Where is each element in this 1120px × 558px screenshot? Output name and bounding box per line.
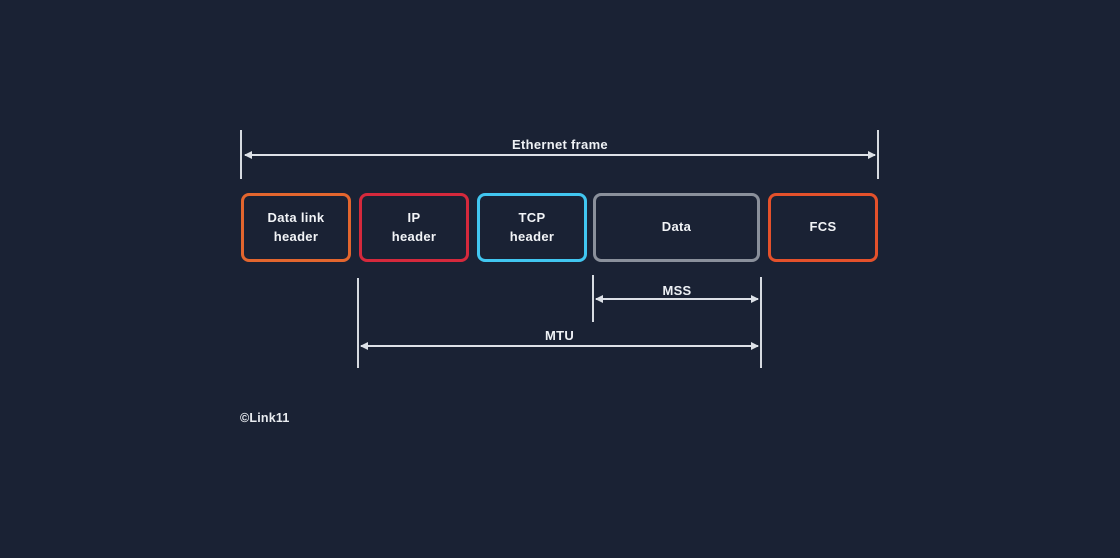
mss-label: MSS: [662, 283, 692, 298]
frame-box-fcs: FCS: [768, 193, 878, 262]
mss-left-tick: [592, 275, 594, 322]
frame-box-label: FCS: [809, 219, 837, 235]
mtu-label: MTU: [544, 328, 575, 343]
mss-arrow: [595, 295, 759, 303]
ethernet-frame-left-tick: [240, 130, 242, 179]
frame-box-label: IP header: [391, 209, 437, 244]
ethernet-frame-right-tick: [877, 130, 879, 179]
mtu-arrow: [360, 342, 759, 350]
frame-box-tcp-header: TCP header: [477, 193, 587, 262]
ethernet-frame-label: Ethernet frame: [512, 137, 608, 152]
link11-watermark: ©Link11: [240, 411, 290, 425]
mss-mtu-right-tick: [760, 277, 762, 368]
frame-box-ip-header: IP header: [359, 193, 469, 262]
frame-box-data: Data: [593, 193, 760, 262]
frame-box-label: Data: [661, 219, 692, 235]
frame-box-label: TCP header: [509, 209, 555, 244]
frame-box-label: Data link header: [267, 209, 325, 244]
ethernet-frame-arrow: [244, 151, 876, 159]
frame-box-data-link-header: Data link header: [241, 193, 351, 262]
mtu-left-tick: [357, 278, 359, 368]
